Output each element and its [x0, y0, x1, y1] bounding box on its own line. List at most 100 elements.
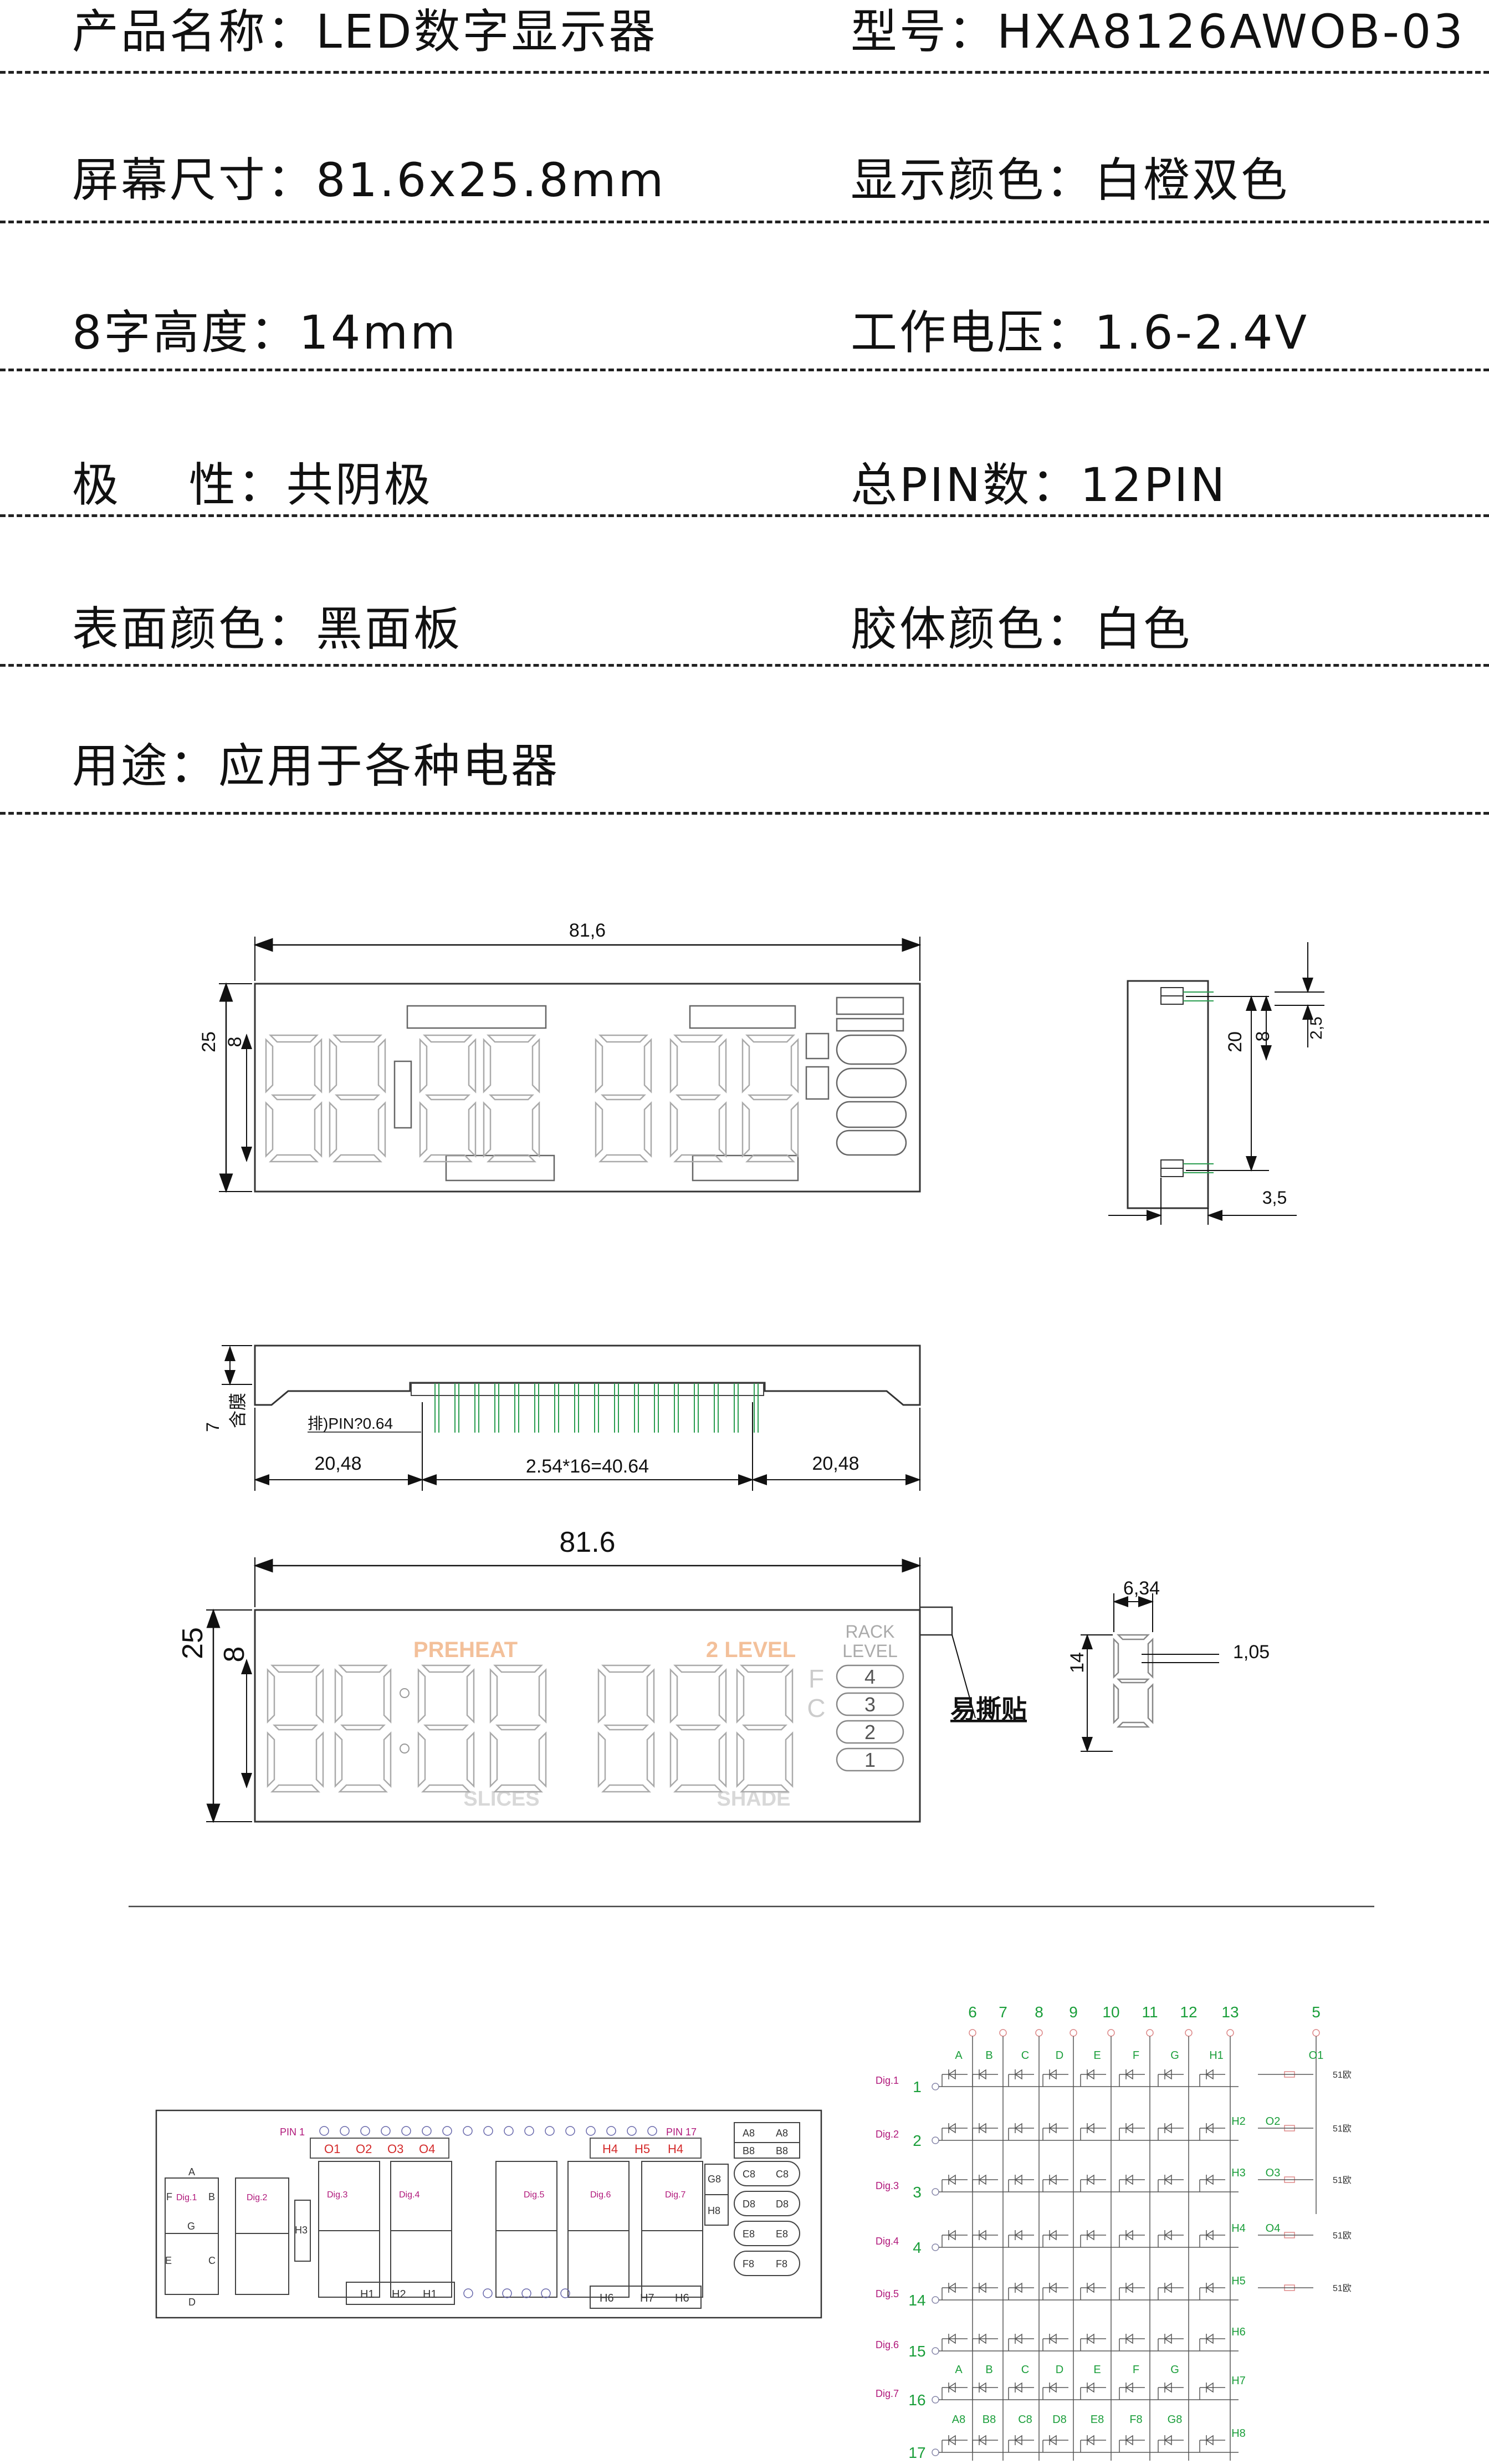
seg-width-dim: 6,34	[1123, 1578, 1160, 1599]
dig-label: Dig.6	[590, 2190, 611, 2200]
seg-letter: G	[187, 2221, 195, 2232]
matrix-row-pin: 14	[908, 2292, 925, 2309]
top-front-view: 81,6 25 8	[198, 920, 922, 1193]
pin-hole	[606, 2126, 616, 2136]
rack-label: RACK	[846, 1622, 895, 1642]
matrix-seg-label: A8	[952, 2414, 965, 2426]
matrix-seg-label: D8	[1052, 2414, 1067, 2426]
seg-letter: D	[188, 2297, 196, 2308]
diode	[1008, 2282, 1034, 2300]
h-bottom-label: H1	[423, 2288, 437, 2301]
matrix-pin-number: 13	[1221, 2003, 1239, 2021]
seg-letter: F	[166, 2191, 172, 2202]
pin-hole	[524, 2126, 534, 2136]
matrix-dig-label: Dig.5	[876, 2288, 899, 2299]
digit-outline	[267, 1664, 324, 1793]
matrix-seg-label: G8	[1168, 2414, 1183, 2426]
front-width-dim: 81.6	[559, 1526, 615, 1558]
matrix-h-label: H3	[1231, 2167, 1246, 2179]
pin-hole	[401, 2126, 411, 2136]
resistor-label: 51欧	[1333, 2124, 1352, 2134]
matrix-seg-label: H1	[1209, 2049, 1224, 2062]
pin-hole	[932, 2083, 939, 2090]
matrix-pin-number: 6	[968, 2003, 977, 2021]
matrix-row-pin: 2	[913, 2132, 922, 2149]
diode	[1008, 2174, 1034, 2192]
matrix-pin-number: 10	[1102, 2003, 1119, 2021]
front-display-view: 81.6 25 8 PREHEAT 2 LEVEL SLICES SHADE R…	[177, 1526, 1027, 1823]
diode	[1042, 2174, 1068, 2192]
seg-pair: F8	[776, 2258, 787, 2269]
diode	[1080, 2382, 1106, 2400]
o-label: O2	[356, 2142, 372, 2156]
o-label: O3	[387, 2142, 403, 2156]
spec-display-color: 显示颜色：白橙双色	[851, 153, 1290, 207]
pin-hole	[1146, 2029, 1154, 2037]
diode	[972, 2123, 998, 2140]
seg-pair: C8	[743, 2169, 755, 2180]
matrix-pin-number: 5	[1312, 2003, 1321, 2021]
spec-body-color: 胶体颜色：白色	[851, 602, 1193, 656]
matrix-seg-label: B	[985, 2364, 992, 2376]
diode	[942, 2069, 968, 2087]
divider	[0, 71, 1489, 74]
diode	[1042, 2382, 1068, 2400]
diode	[1119, 2282, 1145, 2300]
front-digit-dim: 8	[218, 1647, 250, 1663]
matrix-dig-label: Dig.2	[876, 2129, 899, 2140]
matrix-seg-label: A	[955, 2049, 963, 2062]
diode	[1080, 2174, 1106, 2192]
matrix-row-pin: 1	[913, 2078, 922, 2095]
diode	[1080, 2123, 1106, 2140]
preheat-label: PREHEAT	[413, 1638, 518, 1662]
pin-mid-dim: 2.54*16=40.64	[526, 1456, 649, 1477]
dig-label: Dig.7	[665, 2190, 685, 2200]
h-bottom-label: H6	[600, 2292, 614, 2304]
diode	[1119, 2174, 1145, 2192]
matrix-dig-label: Dig.6	[876, 2339, 899, 2350]
matrix-pin-number: 7	[999, 2003, 1007, 2021]
rack-level-label: LEVEL	[842, 1641, 898, 1661]
diode	[1158, 2282, 1184, 2300]
diode	[1080, 2069, 1106, 2087]
segment-detail: 6,34 14 1,05	[1067, 1578, 1270, 1752]
diode	[1199, 2230, 1225, 2247]
pin-hole	[1035, 2029, 1043, 2037]
digit-outline	[669, 1664, 727, 1793]
matrix-pin-number: 12	[1180, 2003, 1197, 2021]
pin-hole	[502, 2288, 512, 2298]
diode	[1042, 2230, 1068, 2247]
diode	[1042, 2069, 1068, 2087]
diode	[1199, 2282, 1225, 2300]
matrix-seg-label: G	[1170, 2364, 1179, 2376]
h-label: H5	[635, 2142, 650, 2156]
side-h3-label: 2,5	[1307, 1016, 1326, 1040]
diode	[1199, 2069, 1225, 2087]
diode	[1042, 2123, 1068, 2140]
pin-hole	[647, 2126, 657, 2136]
diode	[1042, 2333, 1068, 2351]
front-height-dim: 25	[177, 1627, 209, 1659]
diode	[972, 2174, 998, 2192]
diode	[972, 2333, 998, 2351]
matrix-h-label: H6	[1231, 2326, 1246, 2338]
side-h2-label: 8	[1252, 1031, 1273, 1042]
spec-model: 型号：HXA8126AWOB-03	[851, 4, 1465, 59]
resistor-label: 51欧	[1333, 2231, 1352, 2241]
digit-outline	[736, 1664, 794, 1793]
matrix-h-label: H4	[1231, 2222, 1246, 2235]
diode	[972, 2230, 998, 2247]
seg-pair: C8	[776, 2169, 789, 2180]
seg-letter: B	[208, 2191, 215, 2202]
diode	[942, 2174, 968, 2192]
matrix-seg-label: G	[1170, 2049, 1179, 2062]
diode	[972, 2282, 998, 2300]
diode	[942, 2333, 968, 2351]
pin-hole	[1185, 2029, 1193, 2037]
resistor-label: 51欧	[1333, 2283, 1352, 2293]
seg-pair: B8	[776, 2145, 788, 2156]
pin-hole	[627, 2126, 637, 2136]
pin-hole	[565, 2126, 575, 2136]
matrix-row-pin: 15	[908, 2343, 925, 2360]
diode	[1199, 2333, 1225, 2351]
